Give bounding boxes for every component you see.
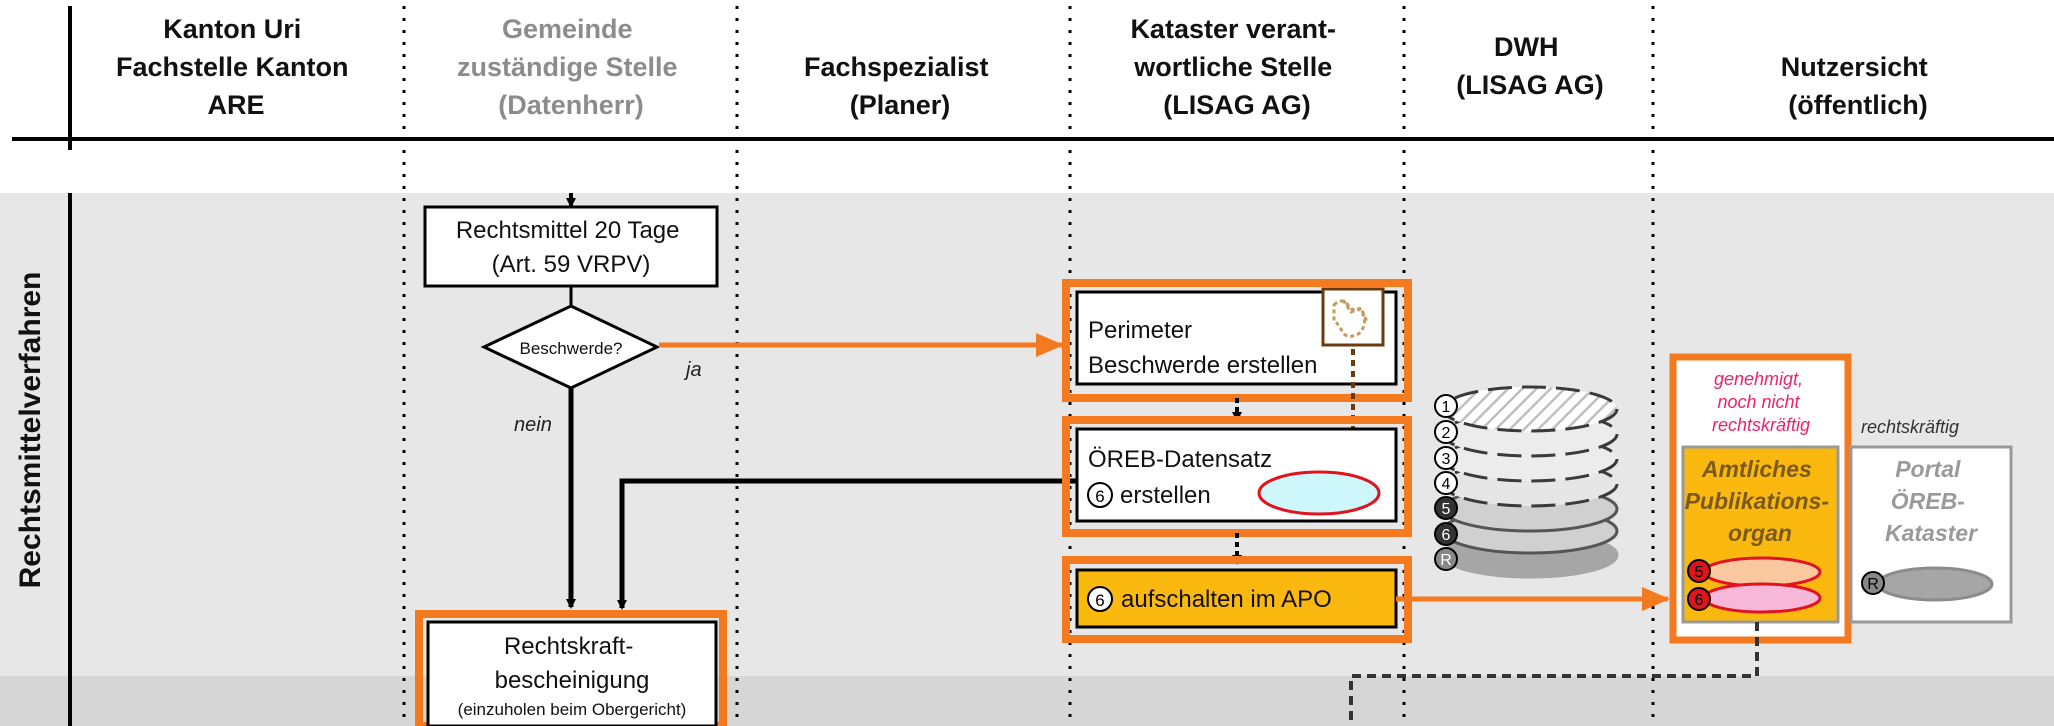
amtliches-down-connector	[1349, 622, 1759, 726]
rechtsmittel-box	[423, 205, 719, 288]
rechtskraft-highlight	[415, 610, 727, 726]
portal-layer-r	[1876, 566, 1994, 602]
portal-text: Portal ÖREB- Kataster	[1885, 456, 1978, 546]
rechtskraft-box	[426, 620, 718, 726]
aufschalten-box	[1075, 568, 1398, 629]
svg-text:4: 4	[1442, 476, 1451, 493]
section-label: Rechtsmittelverfahren	[14, 272, 47, 589]
header-dwh: DWH (LISAG AG)	[1456, 32, 1604, 100]
amtliches-layer-6	[1702, 582, 1822, 614]
amtliches-badge-6: 6	[1695, 592, 1704, 609]
svg-text:R: R	[1440, 552, 1452, 569]
svg-text:2: 2	[1442, 425, 1451, 442]
map-icon	[1321, 287, 1385, 347]
header-nutzersicht: Nutzersicht (öffentlich)	[1781, 52, 1936, 120]
amtliches-text: Amtliches Publikations- organ	[1685, 456, 1836, 546]
perimeter-text: Perimeter Beschwerde erstellen	[1088, 317, 1317, 379]
oereb-subtitle: erstellen	[1120, 482, 1211, 509]
oereb-title: ÖREB-Datensatz	[1088, 446, 1272, 473]
header-kataster: Kataster verant- wortliche Stelle (LISAG…	[1130, 14, 1343, 120]
header-gemeinde: Gemeinde zuständige Stelle (Datenherr)	[457, 14, 685, 120]
oereb-dataset-ellipse	[1257, 470, 1381, 516]
svg-text:3: 3	[1442, 451, 1451, 468]
beschwerde-text: Beschwerde?	[519, 339, 622, 358]
genehmigt-label: genehmigt, noch nicht rechtskräftig	[1712, 369, 1810, 435]
amtliches-layer-5	[1702, 556, 1822, 588]
dwh-stack	[1441, 385, 1619, 579]
svg-text:6: 6	[1442, 527, 1451, 544]
svg-text:6: 6	[1095, 487, 1104, 506]
rechtsmittel-text: Rechtsmittel 20 Tage (Art. 59 VRPV)	[456, 217, 686, 278]
dwh-layer-badges: 1 2 3 4 5 6 R	[1434, 394, 1458, 571]
next-section-background	[0, 676, 2054, 726]
svg-text:1: 1	[1442, 399, 1451, 416]
amtliches-badge-5: 5	[1695, 564, 1704, 581]
svg-text:6: 6	[1095, 591, 1104, 610]
return-arrow	[619, 478, 1080, 607]
ja-label: ja	[683, 359, 702, 381]
header-kanton: Kanton Uri Fachstelle Kanton ARE	[116, 14, 356, 120]
rechtskraeftig-label: rechtskräftig	[1861, 417, 1959, 437]
header-fachspezialist: Fachspezialist (Planer)	[804, 52, 996, 120]
aufschalten-step-badge	[1087, 586, 1113, 612]
aufschalten-text: aufschalten im APO	[1121, 586, 1332, 613]
rechtskraft-text: Rechtskraft- bescheinigung	[495, 633, 650, 694]
portal-badge-r: R	[1867, 576, 1879, 593]
nein-label: nein	[514, 414, 552, 436]
svg-text:5: 5	[1442, 501, 1451, 518]
oereb-step-badge	[1087, 482, 1113, 508]
rechtskraft-note: (einzuholen beim Obergericht)	[458, 700, 687, 719]
